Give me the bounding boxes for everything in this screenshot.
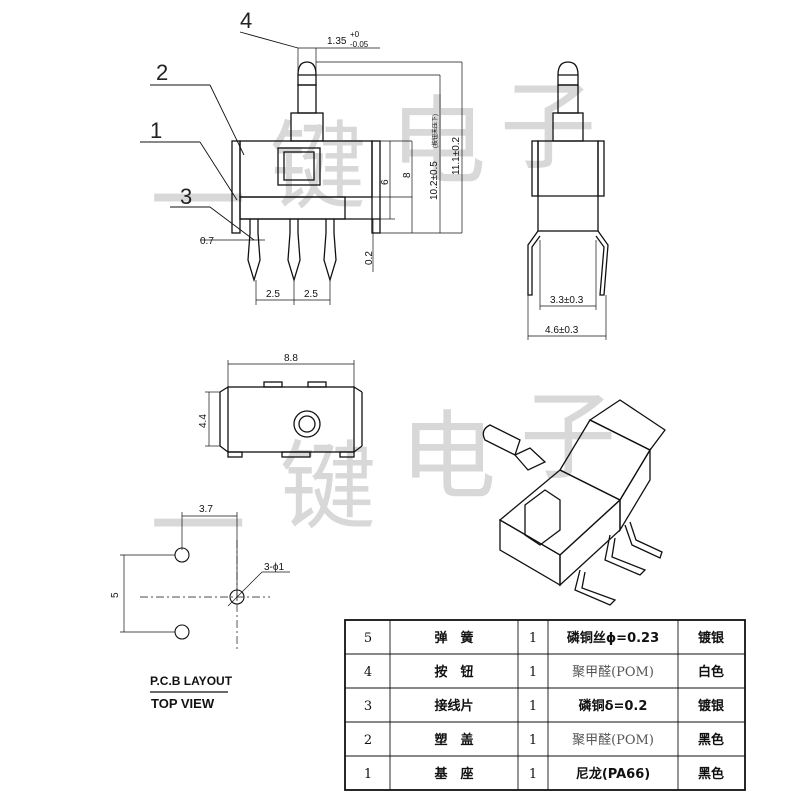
bom-finish: 镀银 <box>698 698 725 714</box>
iso-window <box>524 489 561 546</box>
front-terminal-right <box>323 219 337 283</box>
pcb-layout <box>120 512 290 693</box>
bom-qty: 1 <box>529 665 537 680</box>
iso-leg-back <box>604 534 647 576</box>
bom-material: 尼龙(PA66) <box>576 766 650 782</box>
dim-5: 5 <box>110 592 121 598</box>
watermark-char-6: 键 <box>280 431 376 543</box>
bom-name: 弹 簧 <box>434 630 473 646</box>
callout-4: 4 <box>240 8 252 33</box>
bom-no: 3 <box>364 699 372 714</box>
watermark-char-4: 子 <box>500 71 596 183</box>
side-leg-right <box>595 230 609 296</box>
bom-qty: 1 <box>529 767 537 782</box>
dim-8: 8 <box>402 172 413 178</box>
bom-qty: 1 <box>529 699 537 714</box>
bom-no: 2 <box>364 733 372 748</box>
front-view <box>140 31 463 305</box>
dim-1-35-upper: +0 <box>350 30 360 39</box>
isometric-view <box>482 399 666 606</box>
front-terminal-mid <box>287 219 301 283</box>
bom-no: 1 <box>364 767 372 782</box>
bom-row: 1 基 座 1 尼龙(PA66) 黑色 <box>364 766 724 782</box>
bom-finish: 黑色 <box>698 766 724 782</box>
bom-row: 4 按 钮 1 聚甲醛(POM) 白色 <box>364 664 724 680</box>
pcb-hole-bottom <box>174 624 190 640</box>
dim-0-2: 0.2 <box>364 251 375 265</box>
bom-material: 聚甲醛(POM) <box>572 732 654 748</box>
watermark-char-7: 电 <box>400 401 496 513</box>
pcb-hole-top <box>174 547 190 563</box>
bom-material: 磷铜丝ϕ=0.23 <box>567 630 659 646</box>
dim-6: 6 <box>380 179 391 185</box>
dim-0-7: 0.7 <box>200 236 214 247</box>
bom-table <box>344 619 746 791</box>
bom-row: 2 塑 盖 1 聚甲醛(POM) 黑色 <box>364 732 724 748</box>
dim-3-7: 3.7 <box>199 504 213 515</box>
bom-name: 接线片 <box>434 698 473 714</box>
iso-leg-side <box>624 521 663 559</box>
dim-10-2-note: (按钮未压下) <box>431 114 439 148</box>
dim-8-8: 8.8 <box>284 353 298 364</box>
bom-no: 4 <box>364 665 372 680</box>
bom-qty: 1 <box>529 733 537 748</box>
side-plunger-tip <box>557 61 579 86</box>
bom-qty: 1 <box>529 631 537 646</box>
bom-row: 3 接线片 1 磷铜δ=0.2 镀银 <box>364 698 725 714</box>
watermark-char-8: 子 <box>520 381 616 493</box>
dim-2-5-left: 2.5 <box>266 289 280 300</box>
dim-4-6: 4.6±0.3 <box>545 325 579 336</box>
bom-no: 5 <box>364 631 372 646</box>
dim-3-3: 3.3±0.3 <box>550 295 584 306</box>
iso-leg-front <box>574 569 617 606</box>
bom-row: 5 弹 簧 1 磷铜丝ϕ=0.23 镀银 <box>364 630 725 646</box>
dim-2-5-right: 2.5 <box>304 289 318 300</box>
dim-4-4: 4.4 <box>198 414 209 428</box>
bom-name: 基 座 <box>433 766 473 782</box>
bom-name: 按 钮 <box>434 664 473 680</box>
pcb-layout-label: P.C.B LAYOUT <box>150 674 233 688</box>
watermark-char-5: 一 <box>150 471 246 583</box>
bom-finish: 镀银 <box>698 630 725 646</box>
dim-1-35: 1.35 <box>327 36 347 47</box>
watermark-char-3: 电 <box>390 86 486 198</box>
top-view <box>205 360 363 458</box>
front-terminal-left <box>247 219 261 283</box>
callout-3: 3 <box>180 184 192 209</box>
dim-1-35-lower: -0.05 <box>350 40 369 49</box>
dim-11-1: 11.1±0.2 <box>451 136 462 175</box>
side-view <box>527 61 609 340</box>
dim-10-2: 10.2±0.5 <box>429 161 440 200</box>
bom-material: 聚甲醛(POM) <box>572 664 654 680</box>
bom-finish: 黑色 <box>698 732 724 748</box>
front-plunger-tip <box>297 61 317 86</box>
pcb-hole-right <box>229 589 245 605</box>
front-left-flange <box>231 140 241 234</box>
watermark-char-1: 一 <box>150 146 246 258</box>
bom-material: 磷铜δ=0.2 <box>579 698 648 714</box>
callout-2: 2 <box>156 60 168 85</box>
dim-3-phi1: 3-ϕ1 <box>264 562 284 573</box>
side-leg-left <box>527 230 541 296</box>
top-plunger-inner <box>298 415 316 433</box>
iso-plunger <box>482 424 521 456</box>
bom-name: 塑 盖 <box>434 732 473 748</box>
front-plunger-shaft <box>297 84 317 114</box>
watermark-char-2: 键 <box>270 111 366 223</box>
top-view-label: TOP VIEW <box>151 696 215 711</box>
bom-finish: 白色 <box>698 664 724 680</box>
callout-1: 1 <box>150 118 162 143</box>
iso-base-front <box>499 518 561 587</box>
top-plunger-outer <box>293 410 321 438</box>
front-window <box>277 147 321 186</box>
